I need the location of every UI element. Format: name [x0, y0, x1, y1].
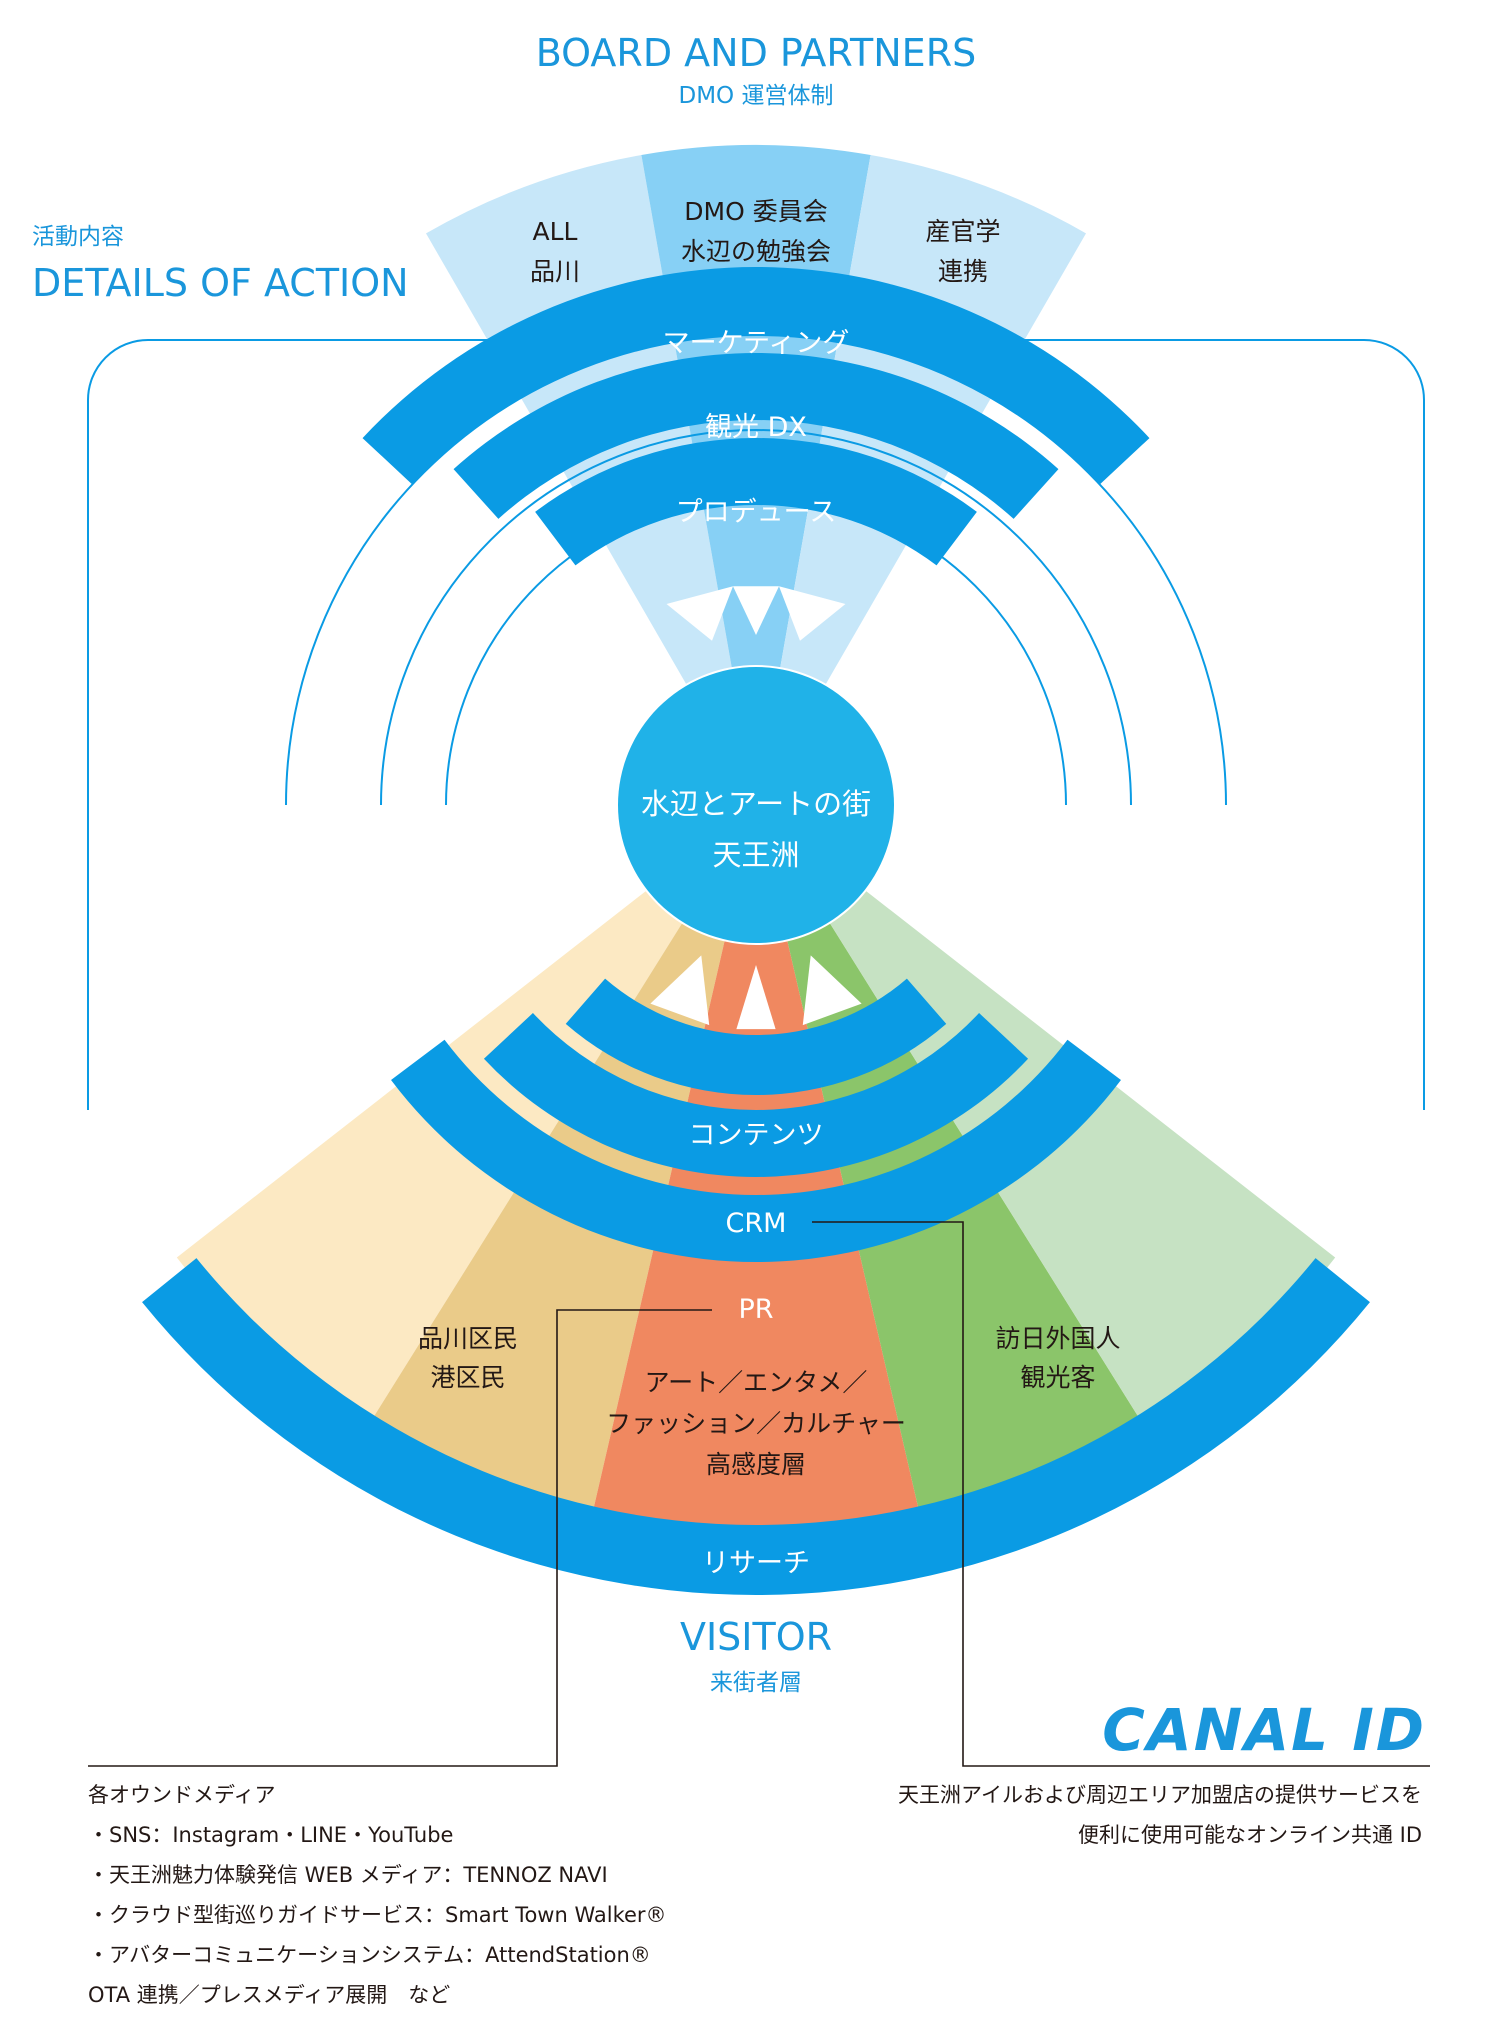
- owned-media-line: ・SNS：Instagram・LINE・YouTube: [88, 1823, 454, 1847]
- partner-2-line1: DMO 委員会: [684, 197, 827, 226]
- ring-label-research: リサーチ: [702, 1548, 810, 1579]
- owned-media-line: 各オウンドメディア: [88, 1783, 276, 1807]
- owned-media-line: OTA 連携／プレスメディア展開 など: [88, 1983, 451, 2007]
- center-circle: [618, 667, 894, 943]
- band-research: [142, 1258, 1370, 1596]
- segment-right-line2: 観光客: [1020, 1363, 1095, 1392]
- triangle-top-left: [666, 586, 734, 641]
- triangle-bottom-right: [802, 955, 862, 1026]
- band-produce: [535, 438, 977, 566]
- partner-2-line2: 水辺の勉強会: [681, 237, 831, 266]
- band-dx: [453, 353, 1059, 519]
- segment-right-line1: 訪日外国人: [995, 1324, 1120, 1353]
- header-title: BOARD AND PARTNERS: [536, 31, 976, 75]
- triangle-bottom-middle: [736, 965, 776, 1030]
- direction-triangles: [650, 586, 862, 1030]
- band-marketing: [362, 267, 1150, 485]
- canal-id-logo: CANAL ID: [1102, 1696, 1426, 1764]
- ring-label-produce: プロデュース: [676, 497, 837, 528]
- canal-id-description-line: 便利に使用可能なオンライン共通 ID: [1077, 1823, 1422, 1847]
- ring-bands: [142, 267, 1370, 1596]
- thin-circle-middle: [380, 429, 1132, 805]
- segment-middle-line1: アート／エンタメ／: [645, 1368, 868, 1397]
- center-line2: 天王洲: [712, 838, 799, 872]
- triangle-bottom-left: [650, 955, 710, 1026]
- crm-connector-line: [812, 1221, 1430, 1767]
- ring-label-dx: 観光 DX: [705, 412, 807, 443]
- partner-3-line2: 連携: [938, 257, 988, 286]
- visitor-sector-outer-right: [830, 891, 1336, 1429]
- visitor-sector-right: [787, 923, 1146, 1522]
- owned-media-note: 各オウンドメディア ・SNS：Instagram・LINE・YouTube ・天…: [88, 1775, 748, 2015]
- ring-label-marketing: マーケティング: [663, 328, 850, 359]
- segment-middle-line2: ファッション／カルチャー: [606, 1409, 906, 1438]
- band-contents: [565, 978, 947, 1095]
- ring-label-pr: PR: [738, 1294, 773, 1325]
- visitor-fan: [176, 891, 1336, 1540]
- owned-media-line: ・アバターコミュニケーションシステム：AttendStation®: [88, 1943, 651, 1967]
- header-subtitle: DMO 運営体制: [679, 83, 834, 109]
- visitor-subtitle: 来街者層: [710, 1670, 802, 1696]
- ring-label-contents: コンテンツ: [689, 1120, 824, 1151]
- visitor-sector-outer-left: [176, 891, 682, 1429]
- segment-middle-line3: 高感度層: [706, 1450, 806, 1479]
- pr-connector-line: [88, 1309, 712, 1767]
- segment-left-line2: 港区民: [430, 1363, 505, 1392]
- canal-id-description-line: 天王洲アイルおよび周辺エリア加盟店の提供サービスを: [898, 1783, 1422, 1807]
- actions-jp: 活動内容: [32, 224, 124, 250]
- center-line1: 水辺とアートの街: [641, 787, 871, 821]
- partner-1-line1: ALL: [533, 217, 578, 246]
- visitor-sector-left: [366, 923, 725, 1522]
- actions-en: DETAILS OF ACTION: [32, 261, 409, 305]
- owned-media-line: ・クラウド型街巡りガイドサービス：Smart Town Walker®: [88, 1903, 667, 1927]
- triangle-top-right: [778, 586, 846, 641]
- owned-media-line: ・天王洲魅力体験発信 WEB メディア：TENNOZ NAVI: [88, 1863, 608, 1887]
- ring-label-crm: CRM: [726, 1208, 787, 1239]
- canal-id-description: 天王洲アイルおよび周辺エリア加盟店の提供サービスを 便利に使用可能なオンライン共…: [782, 1775, 1422, 1855]
- partner-3-line1: 産官学: [925, 217, 1000, 246]
- triangle-top-middle: [733, 586, 779, 635]
- band-pr: [391, 1039, 1121, 1262]
- visitor-title: VISITOR: [680, 1615, 832, 1659]
- partner-1-line2: 品川: [530, 257, 580, 286]
- band-crm: [483, 1013, 1029, 1177]
- segment-left-line1: 品川区民: [418, 1324, 518, 1353]
